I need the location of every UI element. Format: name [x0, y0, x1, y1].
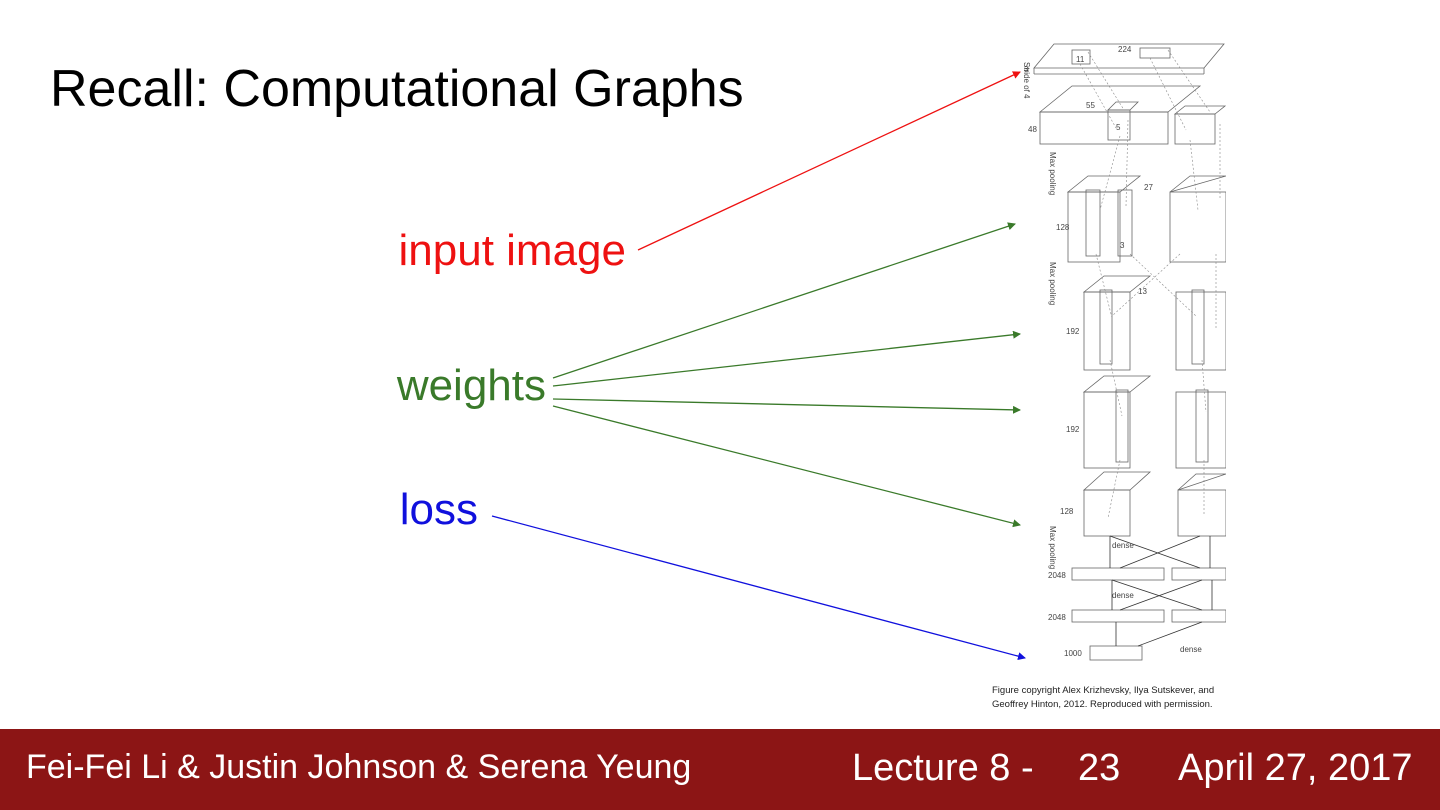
alexnet-figure: 224 3 Stride of 4 11 55 48 5 Max pooling…: [1022, 43, 1226, 661]
input-image-label: input image: [398, 226, 626, 275]
footer-page-number: 23: [1078, 747, 1121, 789]
input-layer-block: [1033, 43, 1225, 69]
conv1-block: [1039, 111, 1169, 145]
kernel5-label: 5: [1116, 123, 1121, 132]
output-size-label: 1000: [1064, 649, 1082, 658]
dense-label-1: dense: [1112, 541, 1134, 550]
footer-authors: Fei-Fei Li & Justin Johnson & Serena Yeu…: [26, 748, 692, 786]
loss-label: loss: [399, 485, 478, 534]
slide-title: Recall: Computational Graphs: [50, 60, 744, 118]
conv4-block: [1083, 391, 1131, 469]
footer-bar: Fei-Fei Li & Justin Johnson & Serena Yeu…: [0, 729, 1440, 810]
conv1-size-label: 55: [1086, 101, 1095, 110]
caption-line-2: Geoffrey Hinton, 2012. Reproduced with p…: [992, 698, 1213, 710]
input-size-label: 224: [1118, 45, 1132, 54]
max-pooling-label-2: Max pooling: [1048, 262, 1057, 305]
input-image-arrow: [637, 71, 1021, 251]
weights-arrow-conv5: [552, 405, 1021, 528]
weights-label: weights: [396, 361, 546, 410]
max-pooling-label-3: Max pooling: [1048, 526, 1057, 569]
conv5-block: [1083, 489, 1131, 537]
conv1-depth-label: 48: [1028, 125, 1037, 134]
dense-label-3: dense: [1180, 645, 1202, 654]
footer-lecture: Lecture 8 -: [852, 747, 1034, 789]
output-block: [1089, 645, 1143, 661]
loss-arrow: [491, 515, 1026, 661]
weights-arrow-conv2: [552, 222, 1016, 379]
fc6-block: [1071, 567, 1165, 581]
conv2-depth-label: 128: [1056, 223, 1070, 232]
conv3-size-label: 13: [1138, 287, 1147, 296]
input-channels-label: 3: [1024, 65, 1029, 74]
kernel11-label: 11: [1076, 55, 1085, 64]
conv4-depth-label: 192: [1066, 425, 1080, 434]
footer-date: April 27, 2017: [1178, 747, 1413, 789]
kernel3-label: 3: [1120, 241, 1125, 250]
conv5-depth-label: 128: [1060, 507, 1074, 516]
conv3-block: [1083, 291, 1131, 371]
conv2-block: [1067, 191, 1121, 263]
conv2-size-label: 27: [1144, 183, 1153, 192]
weights-arrow-conv4: [552, 398, 1021, 414]
fc7-size-label: 2048: [1048, 613, 1066, 622]
weights-arrow-conv3: [552, 330, 1021, 387]
stride-label: Stride of 4: [1022, 62, 1031, 99]
fc6-size-label: 2048: [1048, 571, 1066, 580]
max-pooling-label-1: Max pooling: [1048, 152, 1057, 195]
fc7-block: [1071, 609, 1165, 623]
caption-line-1: Figure copyright Alex Krizhevsky, Ilya S…: [992, 685, 1215, 696]
conv3-depth-label: 192: [1066, 327, 1080, 336]
figure-caption: Figure copyright Alex Krizhevsky, Ilya S…: [992, 684, 1292, 712]
dense-label-2: dense: [1112, 591, 1134, 600]
